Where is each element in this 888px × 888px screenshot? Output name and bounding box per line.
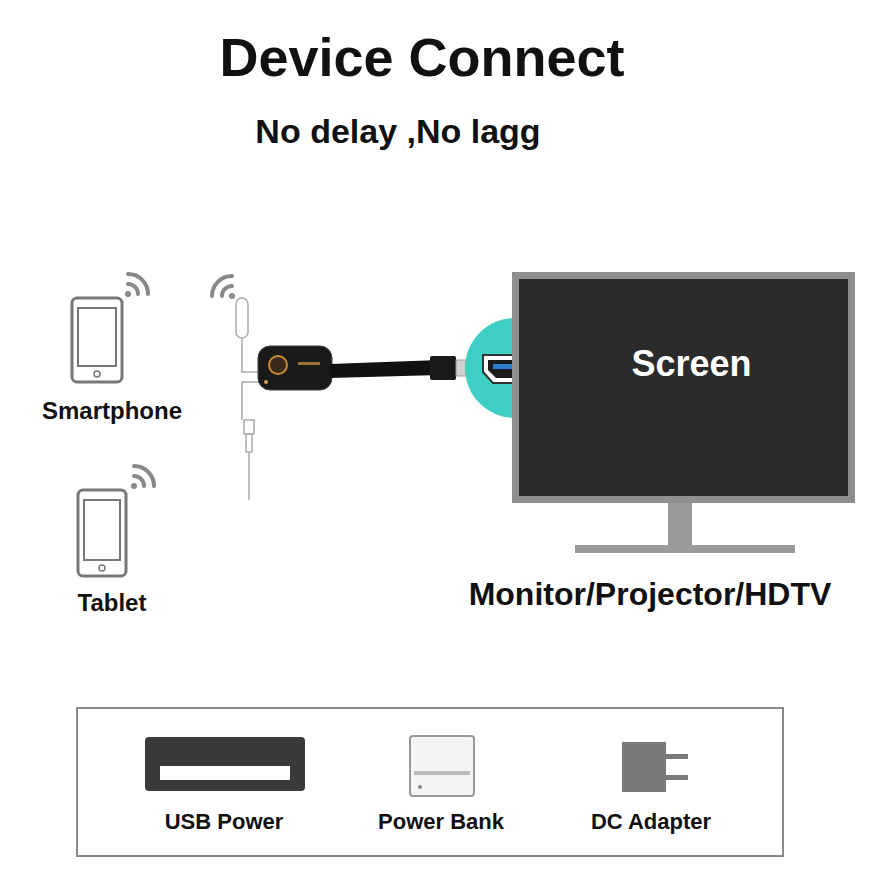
device-label: Smartphone [42,397,182,425]
display-label: Monitor/Projector/HDTV [469,576,832,613]
power-options-box [77,708,783,856]
wifi-dongle [258,346,466,390]
subtitle: No delay ,No lagg [255,112,540,151]
screen-text: Screen [631,343,751,385]
device-label: Tablet [78,589,147,617]
smartphone-icon [72,298,122,382]
tv-stand [575,503,795,553]
wifi-symbol [125,274,235,489]
power-label: USB Power [165,809,284,834]
power-label: DC Adapter [591,809,711,834]
power-label: Power Bank [378,809,504,834]
tv-screen: Screen [512,272,855,503]
tablet-icon [78,490,126,576]
antenna-cable [236,298,262,500]
title: Device Connect [219,26,624,88]
